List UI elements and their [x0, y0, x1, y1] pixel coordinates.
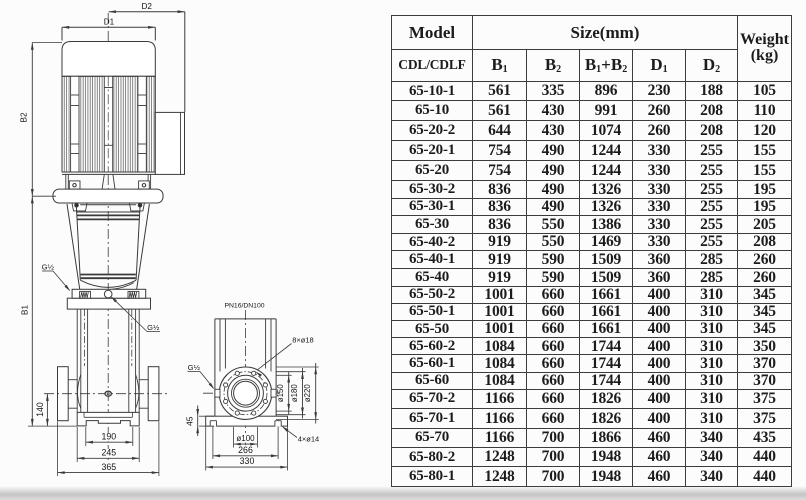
svg-text:ø100: ø100 [236, 434, 255, 443]
svg-text:D2: D2 [141, 2, 152, 11]
svg-text:140: 140 [35, 402, 45, 417]
svg-text:45: 45 [184, 416, 194, 426]
svg-text:4×ø14: 4×ø14 [298, 434, 319, 443]
svg-text:B1: B1 [21, 305, 30, 315]
svg-text:G½: G½ [188, 363, 201, 372]
svg-text:365: 365 [101, 462, 116, 472]
svg-text:G½: G½ [147, 323, 160, 332]
svg-text:ø150: ø150 [276, 384, 285, 402]
svg-text:266: 266 [238, 445, 253, 455]
svg-text:B2: B2 [20, 112, 29, 122]
svg-text:ø180: ø180 [290, 384, 299, 402]
svg-text:330: 330 [240, 456, 255, 466]
svg-text:PN16/DN100: PN16/DN100 [224, 302, 264, 309]
svg-text:245: 245 [101, 448, 116, 458]
svg-text:190: 190 [101, 432, 116, 442]
svg-text:ø220: ø220 [303, 384, 312, 402]
svg-text:8×ø18: 8×ø18 [292, 335, 313, 344]
svg-text:G½: G½ [42, 262, 55, 271]
svg-text:D1: D1 [104, 18, 115, 27]
